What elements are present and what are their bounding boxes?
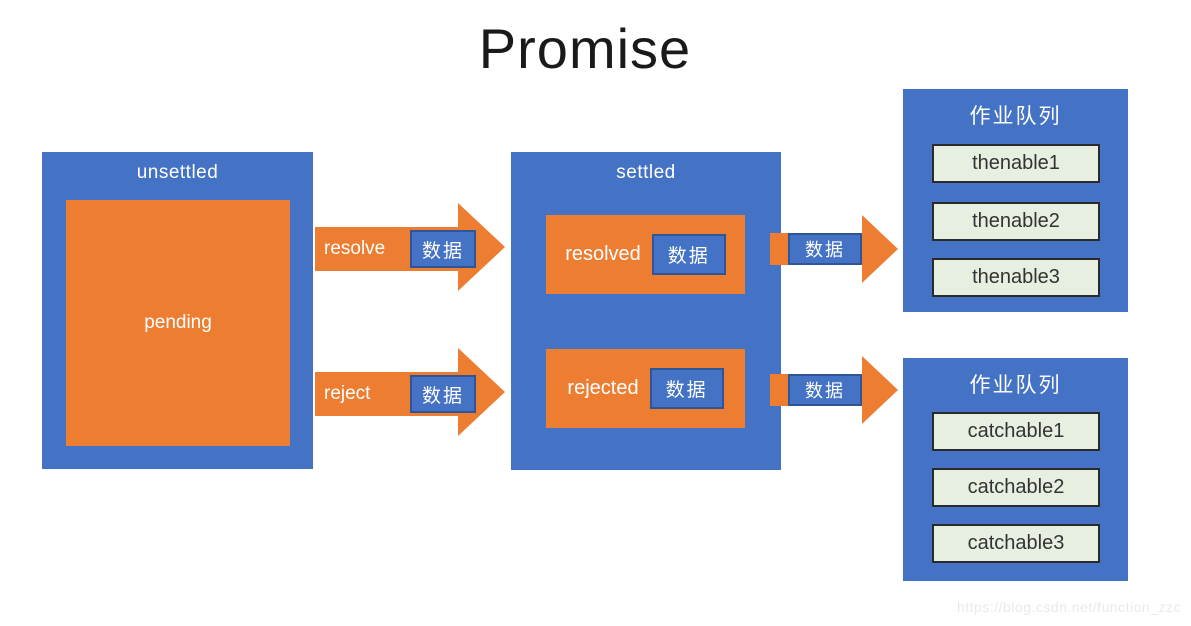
resolved-to-queue-arrow-head-icon	[862, 215, 898, 283]
resolved-data-badge: 数据	[651, 234, 726, 275]
unsettled-state-box: unsettled pending	[42, 152, 313, 469]
pending-label: pending	[144, 312, 212, 333]
unsettled-label: unsettled	[136, 162, 219, 183]
reject-label: reject	[324, 383, 371, 404]
settled-state-box: settled resolved 数据 rejected 数据	[511, 152, 781, 470]
watermark-url: https://blog.csdn.net/function_zzc	[956, 599, 1181, 615]
reject-arrow: reject 数据	[315, 348, 505, 436]
resolve-arrow: resolve 数据	[315, 203, 505, 291]
queue-item: thenable2	[932, 202, 1100, 241]
page-title: Promise	[478, 17, 692, 80]
then-queue-title: 作业队列	[969, 105, 1062, 128]
catch-job-queue-box: 作业队列 catchable1 catchable2 catchable3	[903, 358, 1128, 581]
rejected-data-badge: 数据	[649, 368, 724, 409]
resolved-to-queue-arrow: 数据	[770, 215, 898, 283]
then-job-queue-box: 作业队列 thenable1 thenable2 thenable3	[903, 89, 1128, 312]
rejected-to-queue-arrow-head-icon	[862, 356, 898, 424]
resolved-label: resolved	[565, 243, 641, 265]
catch-queue-data-badge: 数据	[788, 374, 862, 406]
queue-item: thenable3	[932, 258, 1100, 297]
resolve-label: resolve	[324, 238, 386, 259]
settled-label: settled	[616, 162, 676, 183]
then-queue-data-badge: 数据	[788, 233, 862, 265]
queue-item: catchable1	[932, 412, 1100, 451]
resolve-data-badge: 数据	[410, 230, 476, 268]
rejected-to-queue-arrow: 数据	[770, 356, 898, 424]
rejected-label: rejected	[567, 377, 639, 399]
queue-item: thenable1	[932, 144, 1100, 183]
resolved-state-box: resolved 数据	[546, 215, 745, 294]
pending-state-box: pending	[66, 200, 290, 446]
reject-data-badge: 数据	[410, 375, 476, 413]
queue-item: catchable2	[932, 468, 1100, 507]
catch-queue-title: 作业队列	[969, 374, 1062, 397]
rejected-state-box: rejected 数据	[546, 349, 745, 428]
queue-item: catchable3	[932, 524, 1100, 563]
